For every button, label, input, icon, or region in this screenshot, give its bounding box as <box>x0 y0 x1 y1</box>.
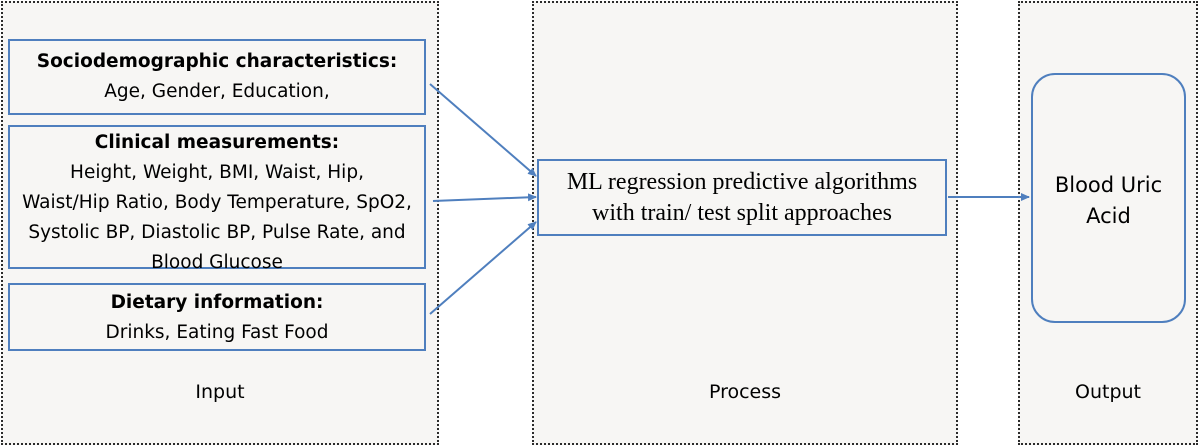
arrow-dietary-to-process <box>429 221 537 315</box>
clinical-title: Clinical measurements: <box>94 132 340 153</box>
output-text: Blood Uric Acid <box>1054 173 1163 228</box>
process-label: Process <box>708 381 782 403</box>
sociodemographic-line: Age, Gender, Education, <box>104 81 330 102</box>
process-line: with train/ test split approaches <box>592 200 892 226</box>
output-box: Blood Uric Acid <box>1031 73 1186 323</box>
dietary-box: Dietary information: Drinks, Eating Fast… <box>8 283 426 351</box>
clinical-line: Systolic BP, Diastolic BP, Pulse Rate, a… <box>28 222 406 243</box>
clinical-line: Blood Glucose <box>151 252 283 273</box>
arrow-socio-to-process <box>429 83 537 177</box>
process-box: ML regression predictive algorithms with… <box>537 159 947 236</box>
sociodemographic-box: Sociodemographic characteristics: Age, G… <box>8 39 426 115</box>
dietary-line: Drinks, Eating Fast Food <box>105 322 329 343</box>
process-line: ML regression predictive algorithms <box>566 169 918 195</box>
clinical-line: Height, Weight, BMI, Waist, Hip, <box>70 162 364 183</box>
clinical-box: Clinical measurements: Height, Weight, B… <box>8 125 426 273</box>
arrow-clinical-to-process <box>432 193 537 202</box>
clinical-line: Waist/Hip Ratio, Body Temperature, SpO2, <box>22 192 412 213</box>
sociodemographic-title: Sociodemographic characteristics: <box>36 51 398 72</box>
input-label: Input <box>195 381 245 403</box>
output-label: Output <box>1075 381 1141 403</box>
dietary-title: Dietary information: <box>110 292 324 313</box>
